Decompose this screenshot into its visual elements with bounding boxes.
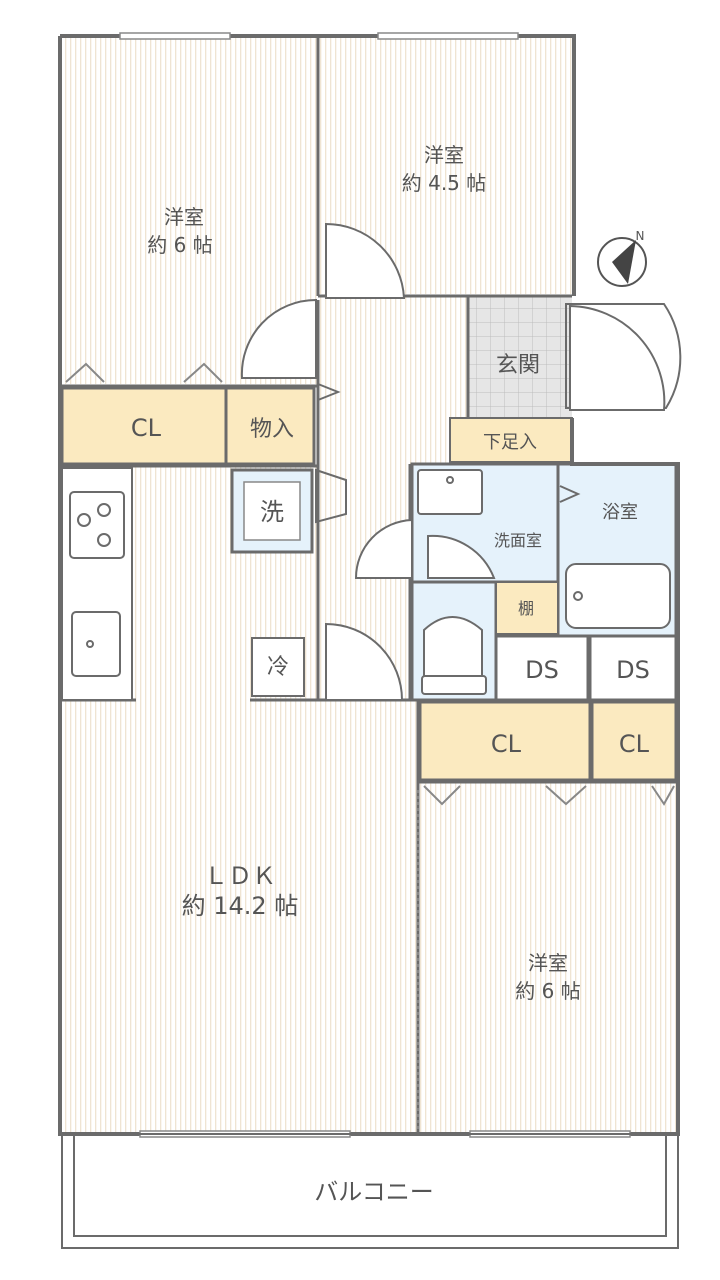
closet-south-1-label: CL [491, 730, 522, 758]
ds-label-2: DS [616, 656, 650, 684]
bathroom-label: 浴室 [602, 502, 638, 523]
closet-south-1 [418, 700, 592, 782]
kitchen-counter [61, 467, 133, 701]
north-label: N [636, 229, 645, 243]
shoe-storage-label: 下足入 [483, 432, 537, 453]
ldk-size: 約 14.2 帖 [182, 892, 299, 920]
north-arrow-icon [597, 237, 647, 287]
entrance-tile [468, 296, 572, 418]
closet-south-2-label: CL [619, 730, 650, 758]
closet-sliders [65, 362, 675, 1130]
storage-room [224, 386, 316, 466]
closet-west-label: CL [131, 414, 162, 442]
shelf-label: 棚 [518, 599, 534, 618]
doors [240, 222, 682, 701]
fridge-label: 冷 [267, 655, 289, 680]
fridge-space [251, 637, 305, 697]
washer-label: 洗 [260, 498, 284, 526]
washroom-label: 洗面室 [494, 531, 542, 550]
fixtures [417, 469, 671, 695]
shelf-area [495, 581, 559, 635]
ds-box-1 [494, 634, 590, 702]
ldk-name: ＬＤＫ [204, 862, 276, 890]
west-room-size: 約 6 帖 [147, 233, 212, 257]
ds-box-2 [588, 634, 678, 702]
west-room-name: 洋室 [164, 205, 204, 229]
washer-inner [243, 481, 301, 541]
south-room-size: 約 6 帖 [515, 979, 580, 1003]
hallway-floor [318, 296, 468, 466]
north-room-size: 約 4.5 帖 [402, 171, 487, 195]
south-room-name: 洋室 [528, 951, 568, 975]
entrance-label: 玄関 [496, 353, 540, 378]
north-room-name: 洋室 [424, 143, 464, 167]
balcony [61, 1133, 679, 1249]
balcony-label: バルコニー [314, 1178, 434, 1206]
shoe-storage [449, 417, 573, 463]
south-room-floor [418, 782, 676, 1132]
ds-label-1: DS [525, 656, 559, 684]
storage-label: 物入 [250, 417, 294, 442]
closet-south-2 [590, 700, 678, 782]
